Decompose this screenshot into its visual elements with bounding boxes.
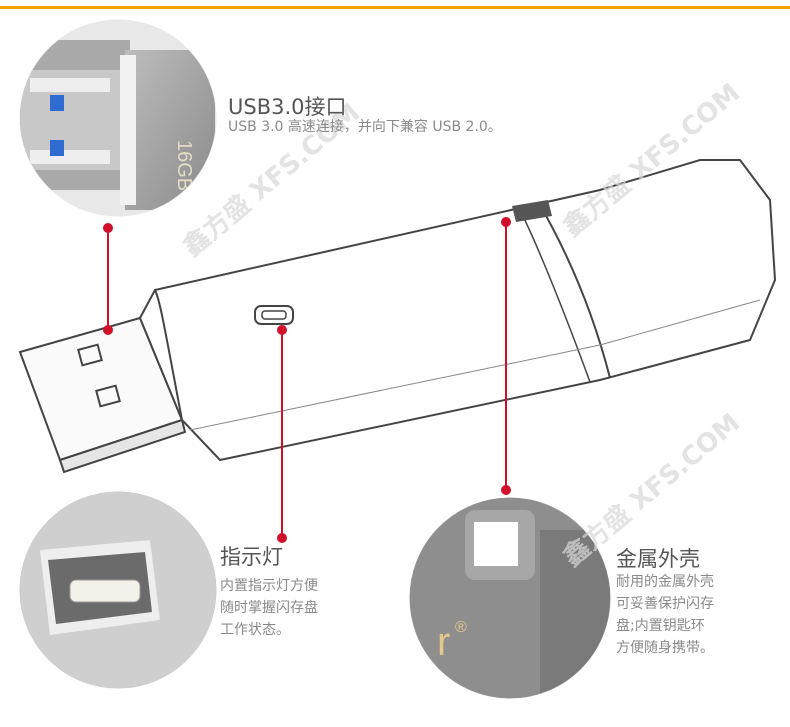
callout-title-usb: USB3.0接口 <box>228 95 347 119</box>
desc-line: 内置指示灯方便 <box>220 578 318 594</box>
desc-line: USB 3.0 高速连接，并向下兼容 USB 2.0。 <box>228 119 502 135</box>
usb-connector <box>18 316 187 474</box>
desc-line: 方便随身携带。 <box>616 640 714 656</box>
callout-lines <box>103 217 511 543</box>
desc-line: 工作状态。 <box>220 622 290 638</box>
desc-line: 随时掌握闪存盘 <box>220 600 318 616</box>
svg-text:r: r <box>437 620 450 664</box>
shell-closeup: r ® <box>406 494 614 702</box>
usb-body <box>138 159 777 462</box>
desc-line: 耐用的金属外壳 <box>616 574 714 590</box>
top-divider <box>0 6 790 9</box>
callout-title-shell: 金属外壳 <box>616 547 700 571</box>
callout-desc-indicator: 内置指示灯方便 随时掌握闪存盘 工作状态。 <box>220 575 318 641</box>
desc-line: 盘;内置钥匙环 <box>616 618 705 634</box>
registered-mark: ® <box>455 619 467 636</box>
desc-line: 可妥善保护闪存 <box>616 596 714 612</box>
indicator-closeup <box>16 488 220 692</box>
capacity-label: 16GB <box>173 140 195 191</box>
connector-closeup: 16GB <box>16 16 220 220</box>
indicator-light <box>254 305 294 325</box>
callout-title-indicator: 指示灯 <box>220 545 283 569</box>
callout-desc-usb: USB 3.0 高速连接，并向下兼容 USB 2.0。 <box>228 116 502 138</box>
callout-desc-shell: 耐用的金属外壳 可妥善保护闪存 盘;内置钥匙环 方便随身携带。 <box>616 571 714 659</box>
